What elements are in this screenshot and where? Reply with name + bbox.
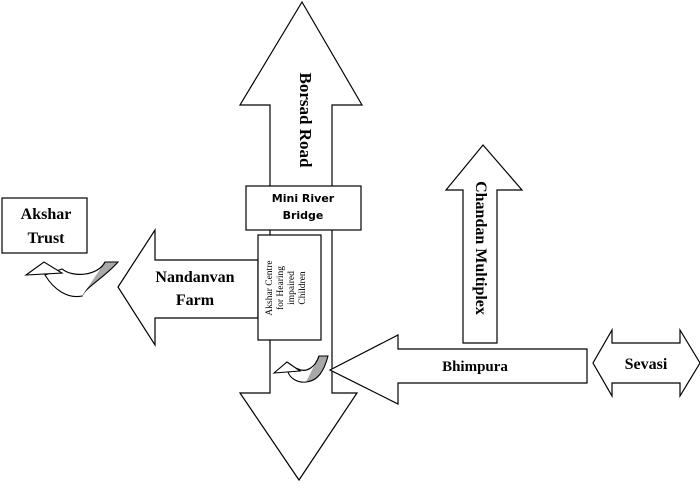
bhimpura-arrow <box>328 334 588 405</box>
akshar-centre-label-line1: Akshar Centre <box>265 260 275 315</box>
nandanvan-farm-label-line1: Nandanvan <box>155 269 234 286</box>
akshar-centre-label: Akshar Centre for Hearing impaired Child… <box>265 260 308 315</box>
borsad-road-label: Borsad Road <box>296 73 315 168</box>
akshar-trust-label-line2: Trust <box>27 230 65 247</box>
u-turn-arrow-icon <box>272 355 329 383</box>
mini-river-bridge-box <box>245 185 362 231</box>
nandanvan-farm-label-line2: Farm <box>176 292 215 309</box>
akshar-centre-label-line4: Children <box>298 271 308 304</box>
akshar-centre-box <box>257 234 322 341</box>
mini-river-bridge-label-line1: Mini River <box>272 192 335 205</box>
akshar-trust-label-line1: Akshar <box>21 206 72 223</box>
chandan-multiplex-label: Chandan Multiplex <box>472 181 489 315</box>
mini-river-bridge-label-line2: Bridge <box>283 209 324 222</box>
u-turn-arrow-icon <box>24 261 120 298</box>
sevasi-arrow <box>592 327 700 399</box>
bhimpura-label: Bhimpura <box>442 359 508 375</box>
sevasi-label: Sevasi <box>625 356 668 373</box>
akshar-trust-box <box>1 197 88 254</box>
chandan-multiplex-arrow <box>444 144 524 344</box>
akshar-centre-label-line3: impaired <box>287 271 297 305</box>
akshar-centre-label-line2: for Hearing <box>275 266 286 310</box>
nandanvan-farm-arrow <box>117 227 259 348</box>
